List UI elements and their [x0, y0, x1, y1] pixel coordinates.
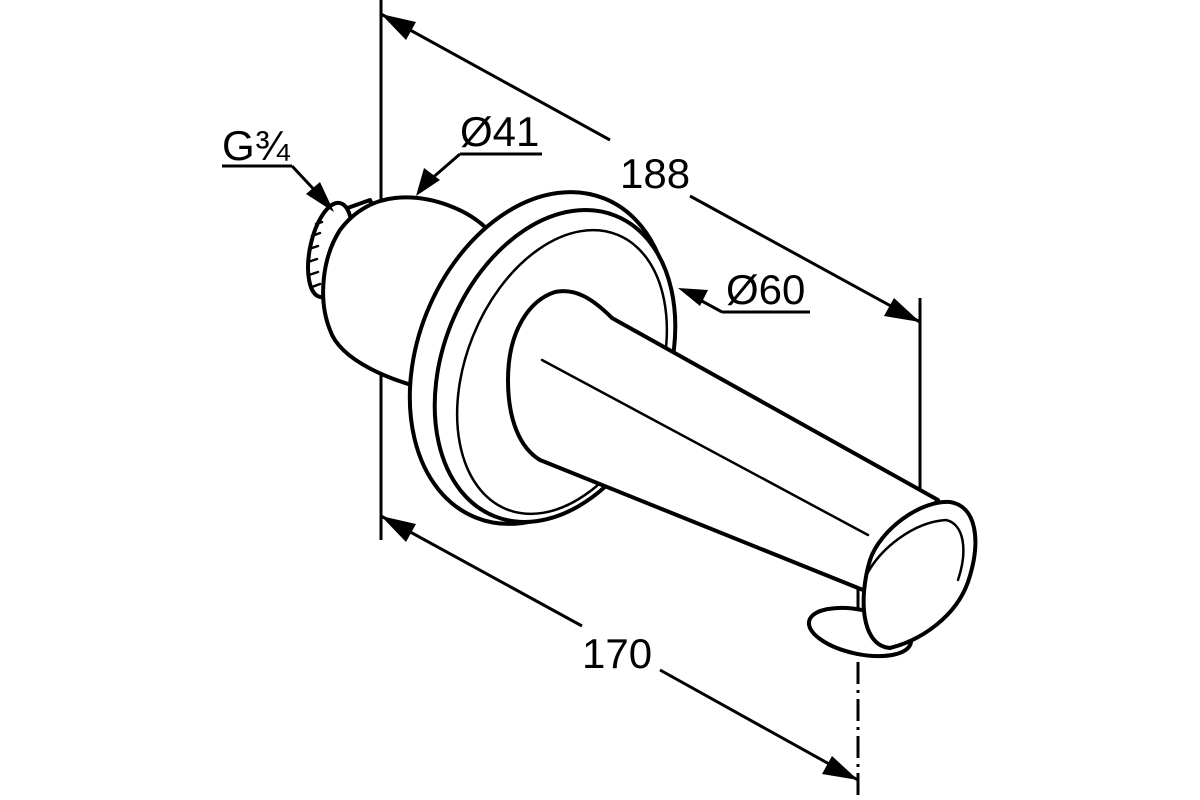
collar-diameter-label: Ø41: [460, 108, 539, 155]
rosette-diameter-label: Ø60: [726, 266, 805, 313]
dimension-188-label: 188: [620, 150, 690, 197]
dimension-170-label: 170: [582, 630, 652, 677]
spout: [506, 289, 978, 659]
leader-thread: G¾: [222, 122, 334, 212]
leader-rosette: Ø60: [678, 266, 810, 314]
thread-label: G¾: [222, 122, 291, 169]
leader-collar: Ø41: [416, 108, 542, 196]
dimension-170: 170: [380, 514, 859, 782]
dimension-188: 188: [380, 12, 921, 324]
